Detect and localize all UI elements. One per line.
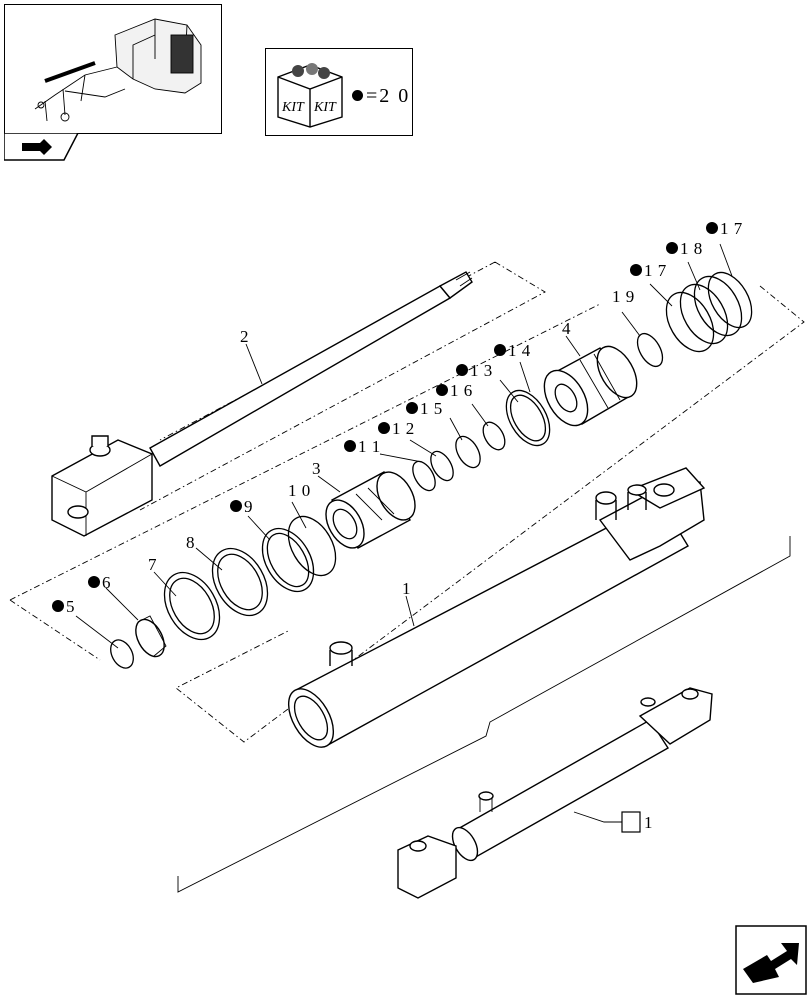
complete-cylinder-21: [397, 687, 713, 899]
callout-number: 4: [562, 319, 571, 338]
rod-group-outline: [139, 261, 546, 511]
callout-c4: 4: [562, 319, 571, 338]
ring-11: [412, 460, 436, 492]
assembly-bracket: [177, 536, 791, 893]
ring-12: [430, 450, 454, 482]
callout-c10: 1 0: [288, 481, 311, 500]
callout-c15: 1 5: [406, 399, 443, 418]
callout-c12: 1 2: [378, 419, 415, 438]
ring-13-14: [505, 389, 551, 447]
callout-c5: 5: [52, 597, 75, 616]
callout-labels: 1 2 3 4 5 6 7 8 9 1 0 1 1 1 2 1 3 1 4 1 5 1 6 1 7 1 7 1 8 1…: [52, 219, 743, 832]
callout-number: 5: [66, 597, 75, 616]
kit-dot-icon: [352, 90, 363, 101]
ring-8: [211, 547, 269, 617]
o-ring-9: [261, 527, 315, 593]
ring-15: [455, 435, 481, 469]
cylinder-barrel-1: [287, 467, 706, 748]
kit-marker-icon: [88, 576, 100, 588]
callout-c19: 1 9: [612, 287, 635, 306]
leader-lines: [75, 243, 733, 823]
callout-c8: 8: [186, 533, 195, 552]
callout-c17b: 1 7: [706, 219, 743, 238]
callout-c14: 1 4: [494, 341, 531, 360]
kit-marker-icon: [456, 364, 468, 376]
callout-number: 1 9: [612, 287, 635, 306]
o-ring-5: [110, 639, 134, 669]
callout-number: 1 7: [720, 219, 743, 238]
callout-number: 1 4: [508, 341, 531, 360]
callout-number: 1: [644, 813, 653, 832]
callout-c17a: 1 7: [630, 261, 667, 280]
callout-number: 1 5: [420, 399, 443, 418]
callout-number: 1 6: [450, 381, 473, 400]
seal-17-18: [665, 271, 753, 353]
callout-number: 2: [240, 327, 249, 346]
kit-marker-icon: [706, 222, 718, 234]
ring-10: [287, 515, 337, 577]
tractor-overview-thumbnail: [4, 4, 222, 134]
kit-marker-icon: [494, 344, 506, 356]
callout-number: 9: [244, 497, 253, 516]
callout-number: 1 7: [644, 261, 667, 280]
piston-rod: [51, 271, 473, 537]
snap-ring-19: [636, 332, 664, 368]
callout-c6: 6: [88, 573, 111, 592]
callout-number: 8: [186, 533, 195, 552]
callout-c3: 3: [312, 459, 321, 478]
kit-marker-icon: [436, 384, 448, 396]
nav-arrow-icon[interactable]: [4, 133, 80, 161]
callout-number: 1 3: [470, 361, 493, 380]
callout-number: 1 1: [358, 437, 381, 456]
callout-c7: 7: [148, 555, 157, 574]
callout-c16: 1 6: [436, 381, 473, 400]
bushing-6: [135, 615, 167, 658]
gland-4: [543, 345, 638, 427]
callout-number: 1 8: [680, 239, 703, 258]
callout-c13: 1 3: [456, 361, 493, 380]
next-page-arrow-icon[interactable]: [735, 925, 807, 995]
callout-c11: 1 1: [344, 437, 381, 456]
callout-c18: 1 8: [666, 239, 703, 258]
snap-ring-7: [163, 571, 221, 641]
kit-marker-icon: [630, 264, 642, 276]
tractor-overview-icon: [34, 18, 202, 122]
kit-marker-icon: [230, 500, 242, 512]
callout-number: 1 2: [392, 419, 415, 438]
callout-c1: 1: [402, 579, 411, 598]
callout-c2: 2: [240, 327, 249, 346]
kit-label-left: KIT: [281, 100, 305, 115]
boxed-callout-21-frame: [621, 811, 641, 833]
callout-number: 7: [148, 555, 157, 574]
callout-c9: 9: [230, 497, 253, 516]
kit-marker-icon: [52, 600, 64, 612]
kit-legend-box: KIT KIT =2 0: [265, 48, 413, 136]
kit-marker-icon: [378, 422, 390, 434]
piston-3: [325, 471, 416, 549]
kit-box-icon: KIT KIT: [277, 63, 343, 128]
callout-number: 6: [102, 573, 111, 592]
kit-marker-icon: [666, 242, 678, 254]
o-ring-16: [482, 421, 506, 451]
callout-number: 3: [312, 459, 321, 478]
kit-legend: =2 0: [352, 85, 410, 108]
kit-label-right: KIT: [313, 100, 337, 115]
callout-number: 1: [402, 579, 411, 598]
kit-marker-icon: [406, 402, 418, 414]
callout-number: 1 0: [288, 481, 311, 500]
kit-legend-text: =2 0: [366, 85, 411, 107]
kit-marker-icon: [344, 440, 356, 452]
